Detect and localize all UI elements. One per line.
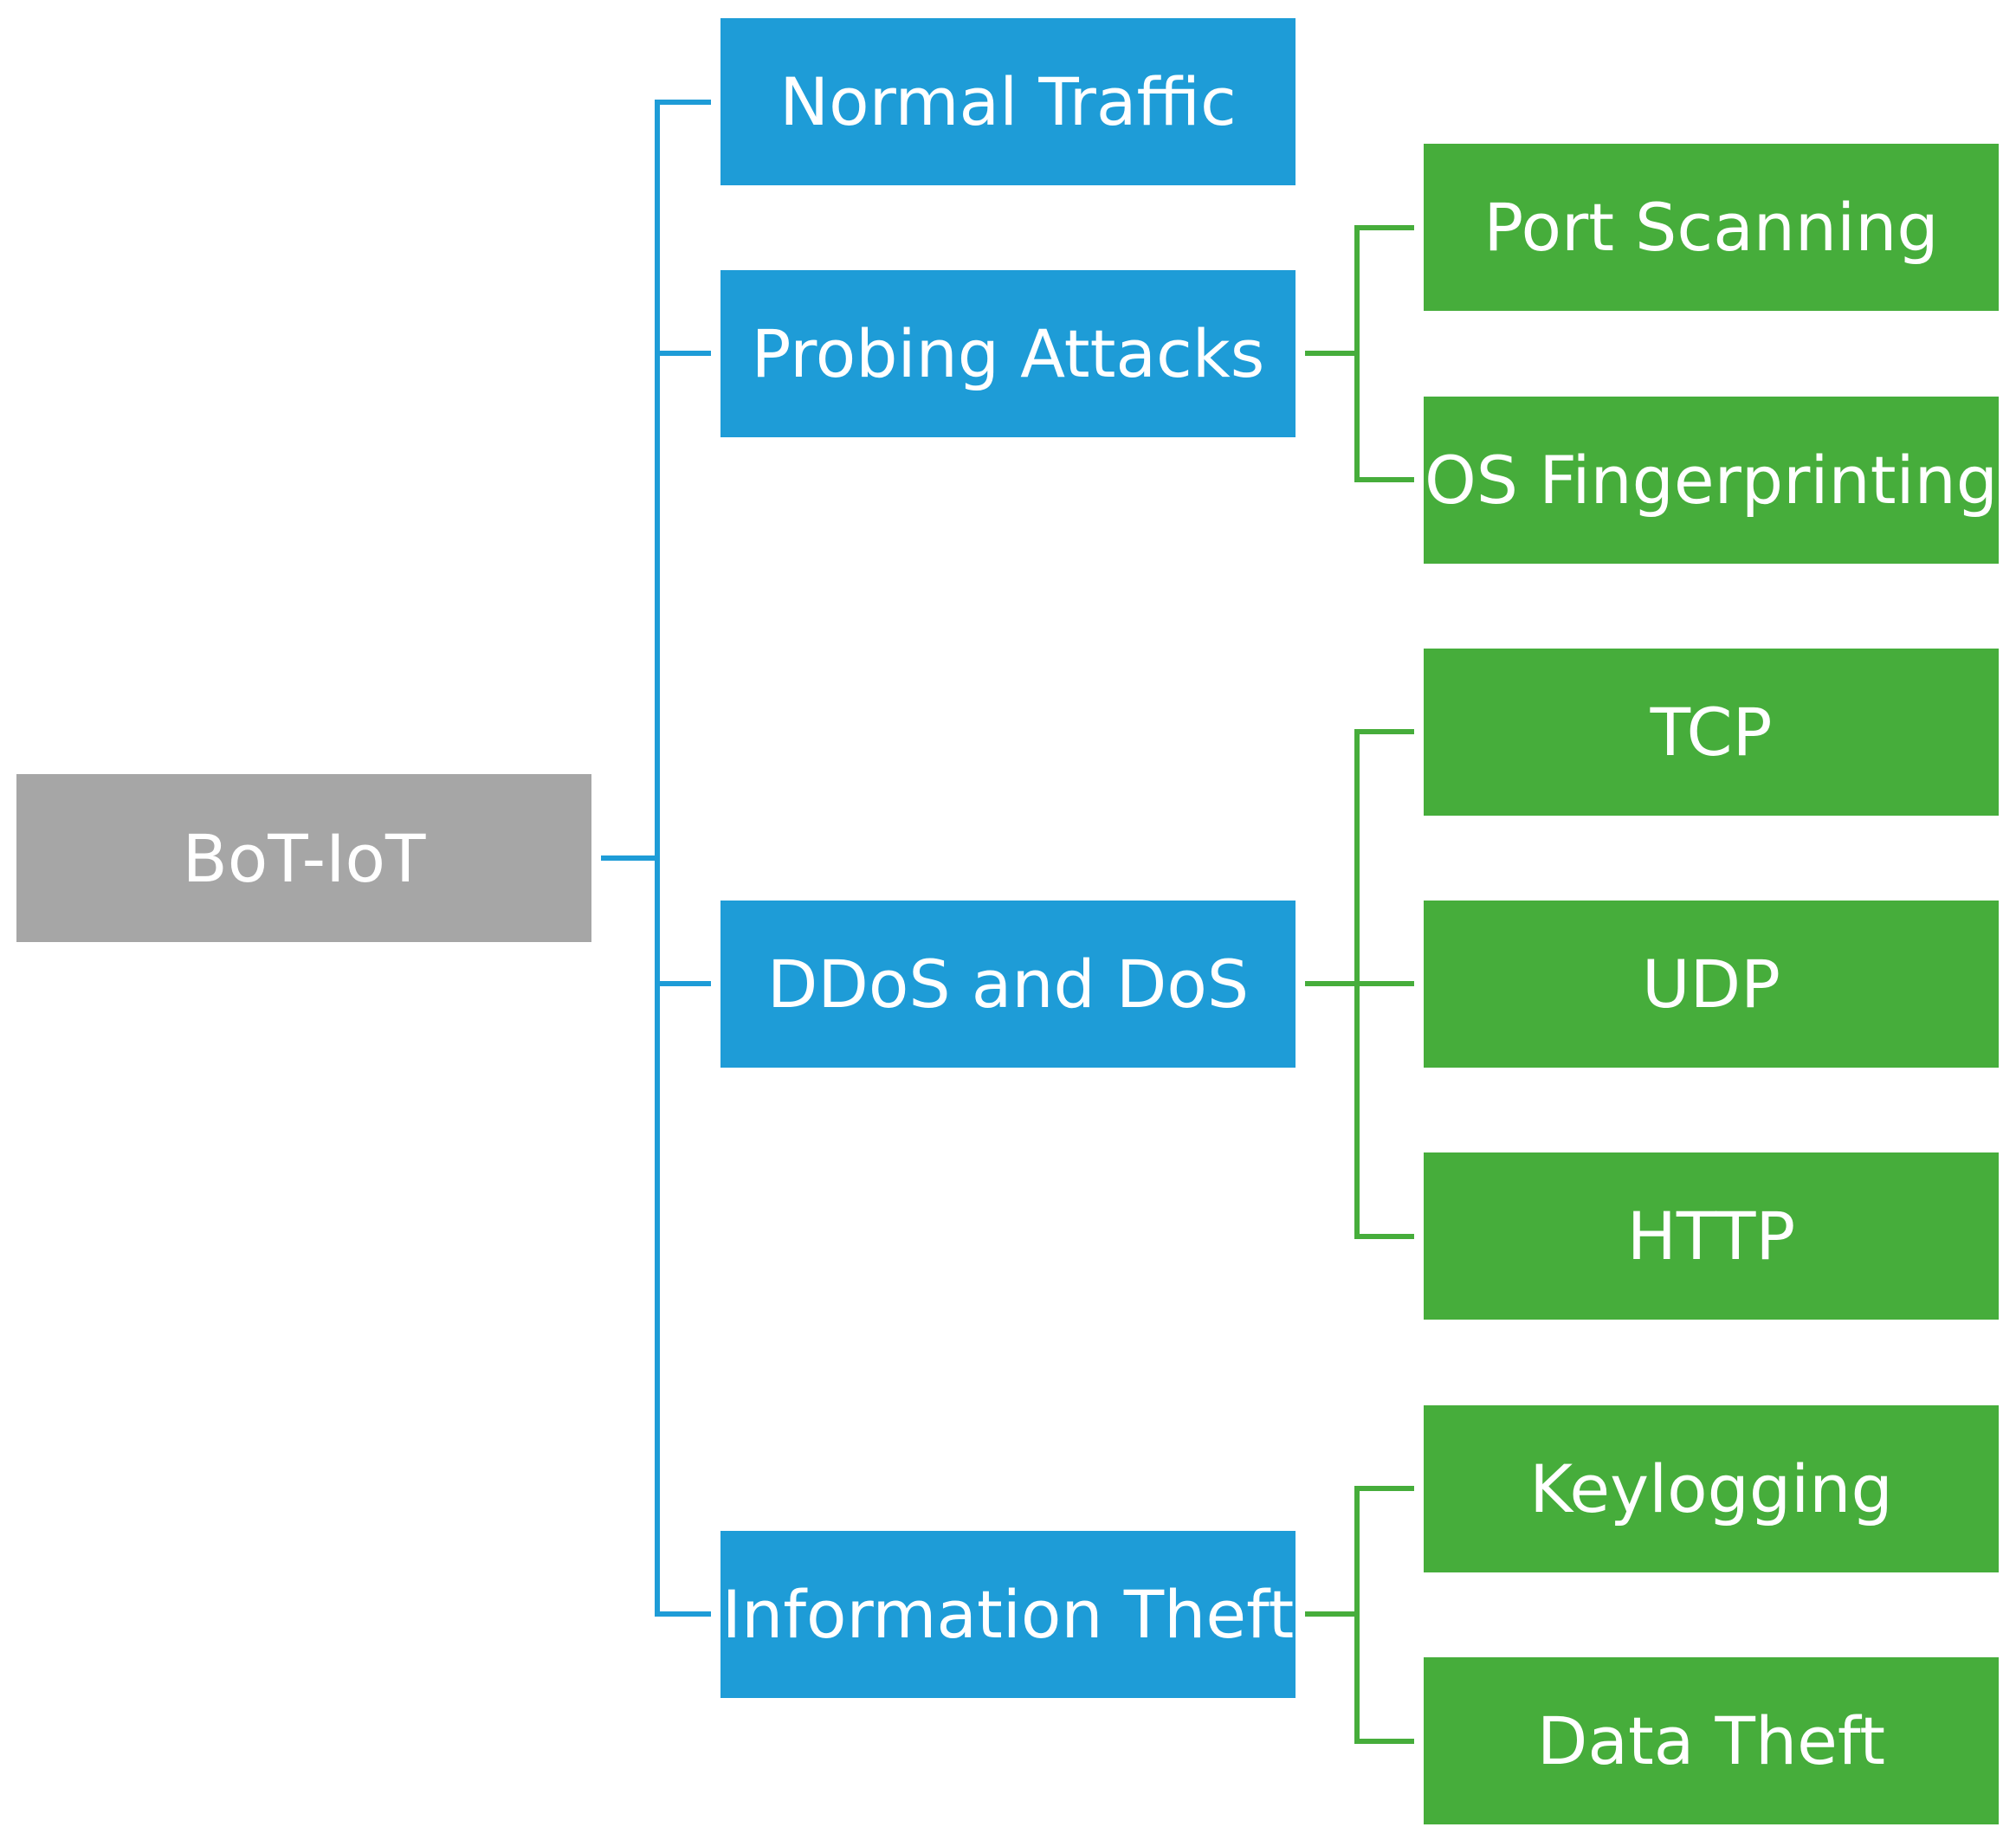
leaf-node-http: HTTP xyxy=(1424,1152,1999,1320)
leaf-node-data-theft: Data Theft xyxy=(1424,1657,1999,1824)
leaf-node-port-scanning: Port Scanning xyxy=(1424,144,1999,311)
leaf-label: UDP xyxy=(1642,946,1780,1023)
leaf-node-udp: UDP xyxy=(1424,901,1999,1068)
category-label: Normal Traffic xyxy=(779,63,1237,140)
leaf-label: TCP xyxy=(1650,694,1773,771)
root-label: BoT-IoT xyxy=(182,819,426,897)
category-label: Probing Attacks xyxy=(751,315,1265,392)
leaf-node-keylogging: Keylogging xyxy=(1424,1405,1999,1572)
leaf-label: OS Fingerprinting xyxy=(1424,442,1999,519)
category-node-ddos-and-dos: DDoS and DoS xyxy=(720,901,1296,1068)
leaf-label: HTTP xyxy=(1626,1198,1796,1275)
root-node-bot-iot: BoT-IoT xyxy=(16,774,591,942)
leaf-node-os-fingerprinting: OS Fingerprinting xyxy=(1424,397,1999,564)
leaf-label: Keylogging xyxy=(1529,1450,1893,1527)
leaf-node-tcp: TCP xyxy=(1424,649,1999,816)
category-label: Information Theft xyxy=(721,1576,1295,1653)
category-label: DDoS and DoS xyxy=(766,946,1250,1023)
leaf-label: Data Theft xyxy=(1536,1702,1886,1779)
category-node-probing-attacks: Probing Attacks xyxy=(720,270,1296,437)
leaf-label: Port Scanning xyxy=(1483,189,1939,266)
category-node-information-theft: Information Theft xyxy=(720,1531,1296,1698)
category-node-normal-traffic: Normal Traffic xyxy=(720,18,1296,185)
